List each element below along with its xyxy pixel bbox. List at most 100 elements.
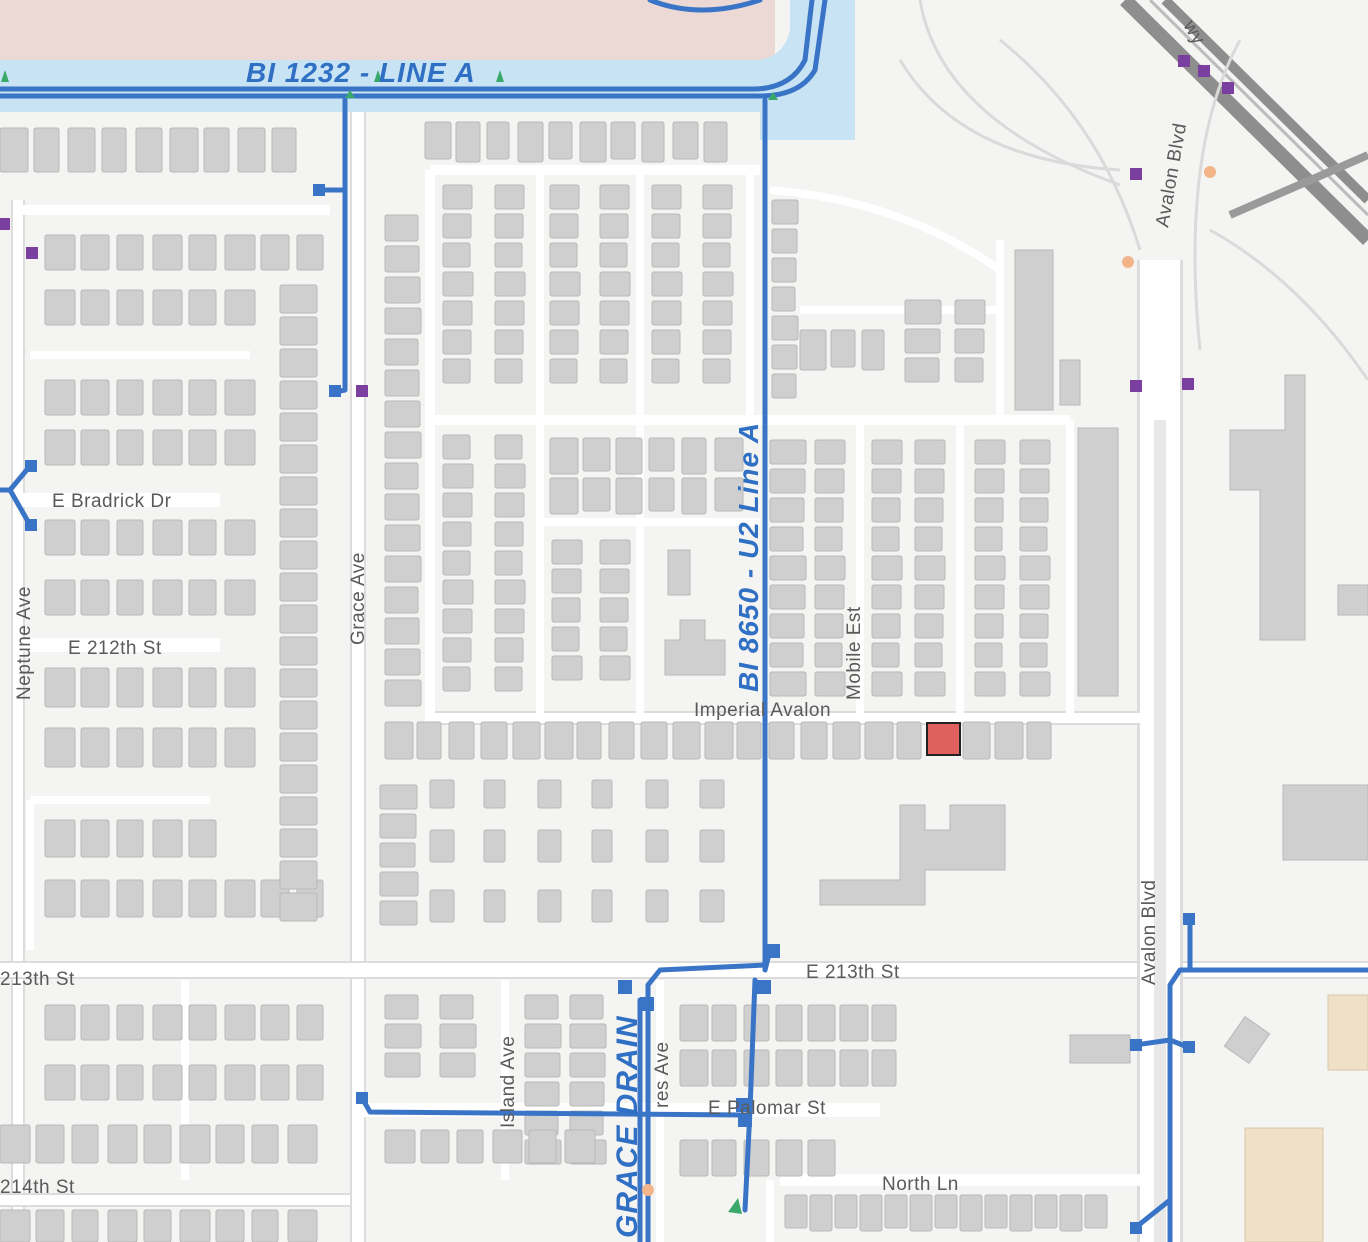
building (743, 1049, 770, 1087)
building (524, 994, 559, 1020)
building (279, 476, 318, 506)
building (80, 289, 110, 326)
building (384, 1052, 421, 1078)
building (699, 829, 725, 863)
building (379, 784, 418, 810)
building (80, 819, 110, 858)
building (439, 1052, 476, 1078)
building (681, 477, 707, 515)
building (809, 1194, 833, 1232)
building (442, 463, 474, 489)
building (152, 879, 183, 918)
building (591, 829, 613, 863)
building (615, 477, 643, 515)
building (711, 1049, 737, 1087)
building (442, 550, 471, 576)
building (861, 329, 885, 371)
building (769, 468, 806, 494)
building (610, 121, 636, 160)
building (80, 379, 110, 416)
building (455, 121, 481, 163)
building (44, 879, 76, 918)
building (0, 127, 29, 173)
building (224, 667, 256, 708)
building (424, 121, 452, 160)
building (279, 732, 318, 762)
building (483, 889, 506, 923)
building (296, 234, 324, 271)
building (429, 889, 455, 923)
building (524, 1081, 560, 1107)
building (569, 1052, 606, 1078)
building (152, 1004, 183, 1041)
building (429, 829, 455, 863)
building (582, 437, 611, 472)
building (439, 994, 474, 1020)
building (494, 521, 524, 547)
building (914, 526, 943, 552)
building (896, 721, 922, 760)
building (152, 429, 183, 466)
building (379, 900, 418, 926)
building (279, 860, 318, 890)
building (599, 539, 631, 565)
building (551, 568, 582, 594)
building (549, 213, 579, 239)
building (699, 889, 725, 923)
building (296, 1004, 324, 1041)
building (384, 369, 420, 397)
building (651, 213, 681, 239)
building (599, 242, 628, 268)
building (599, 597, 629, 623)
building (769, 526, 804, 552)
building (814, 439, 846, 465)
label-island-ave: Island Ave (498, 1036, 519, 1128)
building (71, 1209, 99, 1242)
building (549, 437, 579, 475)
building (651, 358, 680, 384)
building (215, 1124, 245, 1164)
building (116, 429, 144, 466)
building (224, 579, 256, 616)
building (551, 597, 581, 623)
building (494, 492, 525, 518)
building (599, 300, 630, 326)
selected-parcel[interactable] (926, 722, 961, 756)
building (439, 1023, 477, 1049)
building (576, 721, 602, 760)
label-bi-1232: BI 1232 - LINE A (246, 57, 476, 88)
building (384, 679, 422, 707)
building (279, 444, 318, 474)
building (224, 879, 256, 918)
building (914, 671, 946, 697)
label-bi-8650: BI 8650 - U2 Line A (733, 422, 764, 692)
building (116, 289, 144, 326)
building (914, 468, 945, 494)
building (279, 572, 318, 602)
building (251, 1124, 279, 1164)
building (1019, 613, 1049, 639)
building (80, 879, 110, 918)
building (679, 1139, 709, 1177)
building (152, 519, 183, 556)
building (480, 721, 508, 760)
building (224, 379, 256, 416)
building (448, 721, 475, 760)
building (679, 1004, 709, 1042)
building (44, 819, 76, 858)
building (775, 1139, 803, 1177)
building (279, 540, 318, 570)
building (384, 462, 419, 490)
building (679, 1049, 709, 1087)
building (442, 184, 473, 210)
building (984, 1194, 1008, 1229)
building (974, 642, 1003, 668)
building (814, 613, 844, 639)
building (384, 648, 421, 676)
building (442, 666, 471, 692)
building (251, 1209, 279, 1242)
building (549, 242, 578, 268)
building (384, 1023, 422, 1049)
building (1019, 555, 1051, 581)
